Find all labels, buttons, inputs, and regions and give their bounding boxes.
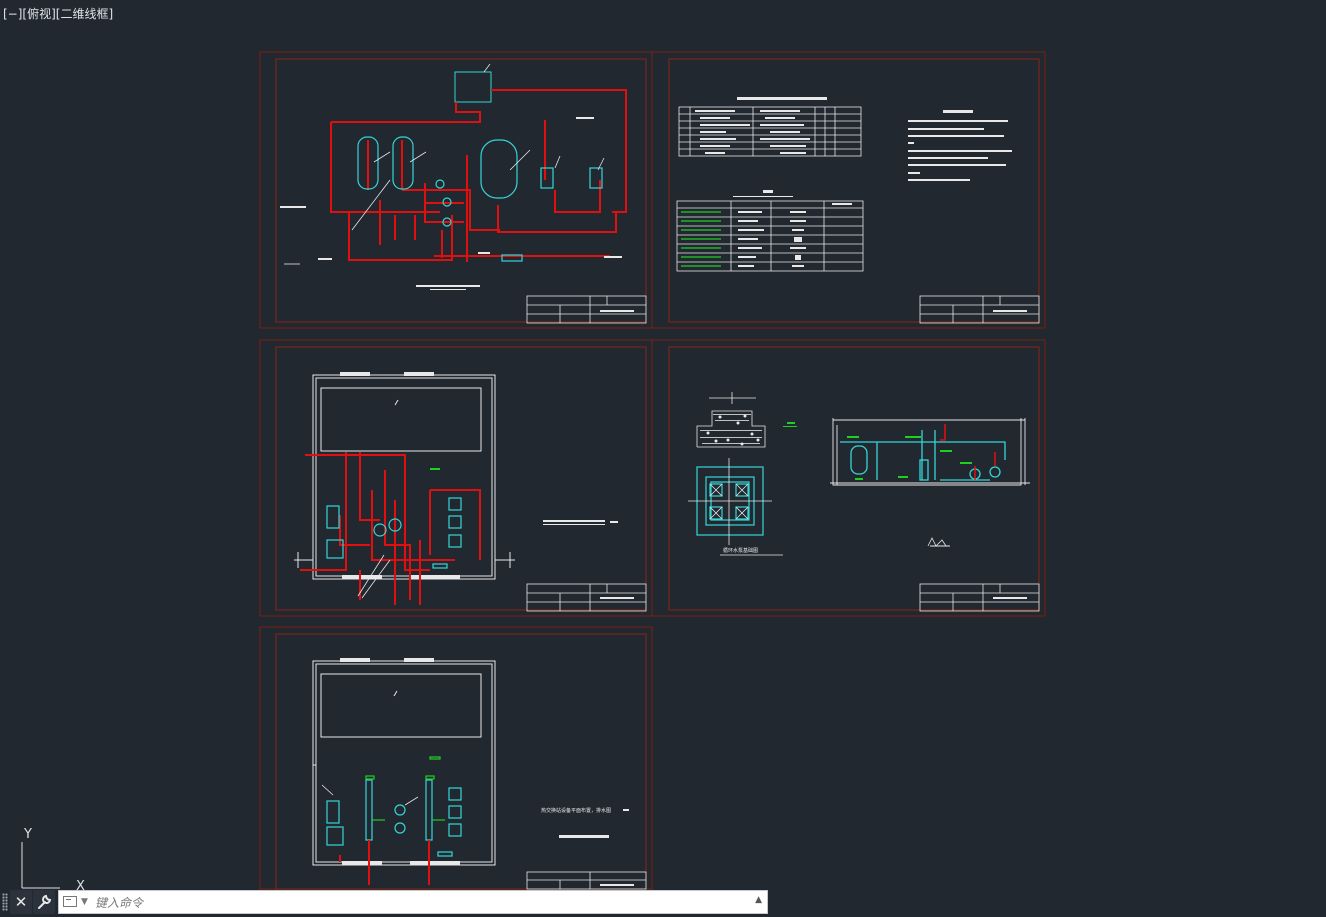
ucs-axes-icon: Y X [21,827,85,894]
command-line-bar[interactable]: ✕ ▼ ▲ [0,889,770,915]
ucs-y-label: Y [23,827,32,842]
wrench-icon[interactable] [33,890,55,914]
close-icon[interactable]: ✕ [10,890,32,914]
visual-style-menu-button[interactable]: [二维线框] [55,7,114,21]
ucs-x-label: X [76,879,85,894]
command-input-box[interactable]: ▼ ▲ [58,890,768,915]
sheet-equipment-plan-piping[interactable] [259,339,653,617]
view-cube-menu-button[interactable]: [俯视] [22,7,56,21]
command-prompt-icon[interactable] [63,896,77,907]
foundation-caption: 循环水泵基础图 [723,547,758,554]
sheet-foundation-and-section[interactable]: 循环水泵基础图 [651,339,1046,617]
command-input[interactable] [93,891,737,915]
chevron-up-icon[interactable]: ▲ [755,895,762,905]
drag-grip-icon[interactable] [2,893,8,911]
sheet-equipment-plan-drainage[interactable]: 热交换站设备平面布置，排水图 [259,626,653,890]
chevron-down-icon[interactable]: ▼ [81,897,88,907]
viewport-menu-button[interactable]: [−] [3,7,23,21]
sheet-pump-system-diagram[interactable] [259,51,653,329]
viewport-controls[interactable]: [−][俯视][二维线框] [3,5,113,22]
sheet-equipment-table-and-notes[interactable] [651,51,1046,329]
drainage-plan-caption: 热交换站设备平面布置，排水图 [541,807,611,814]
